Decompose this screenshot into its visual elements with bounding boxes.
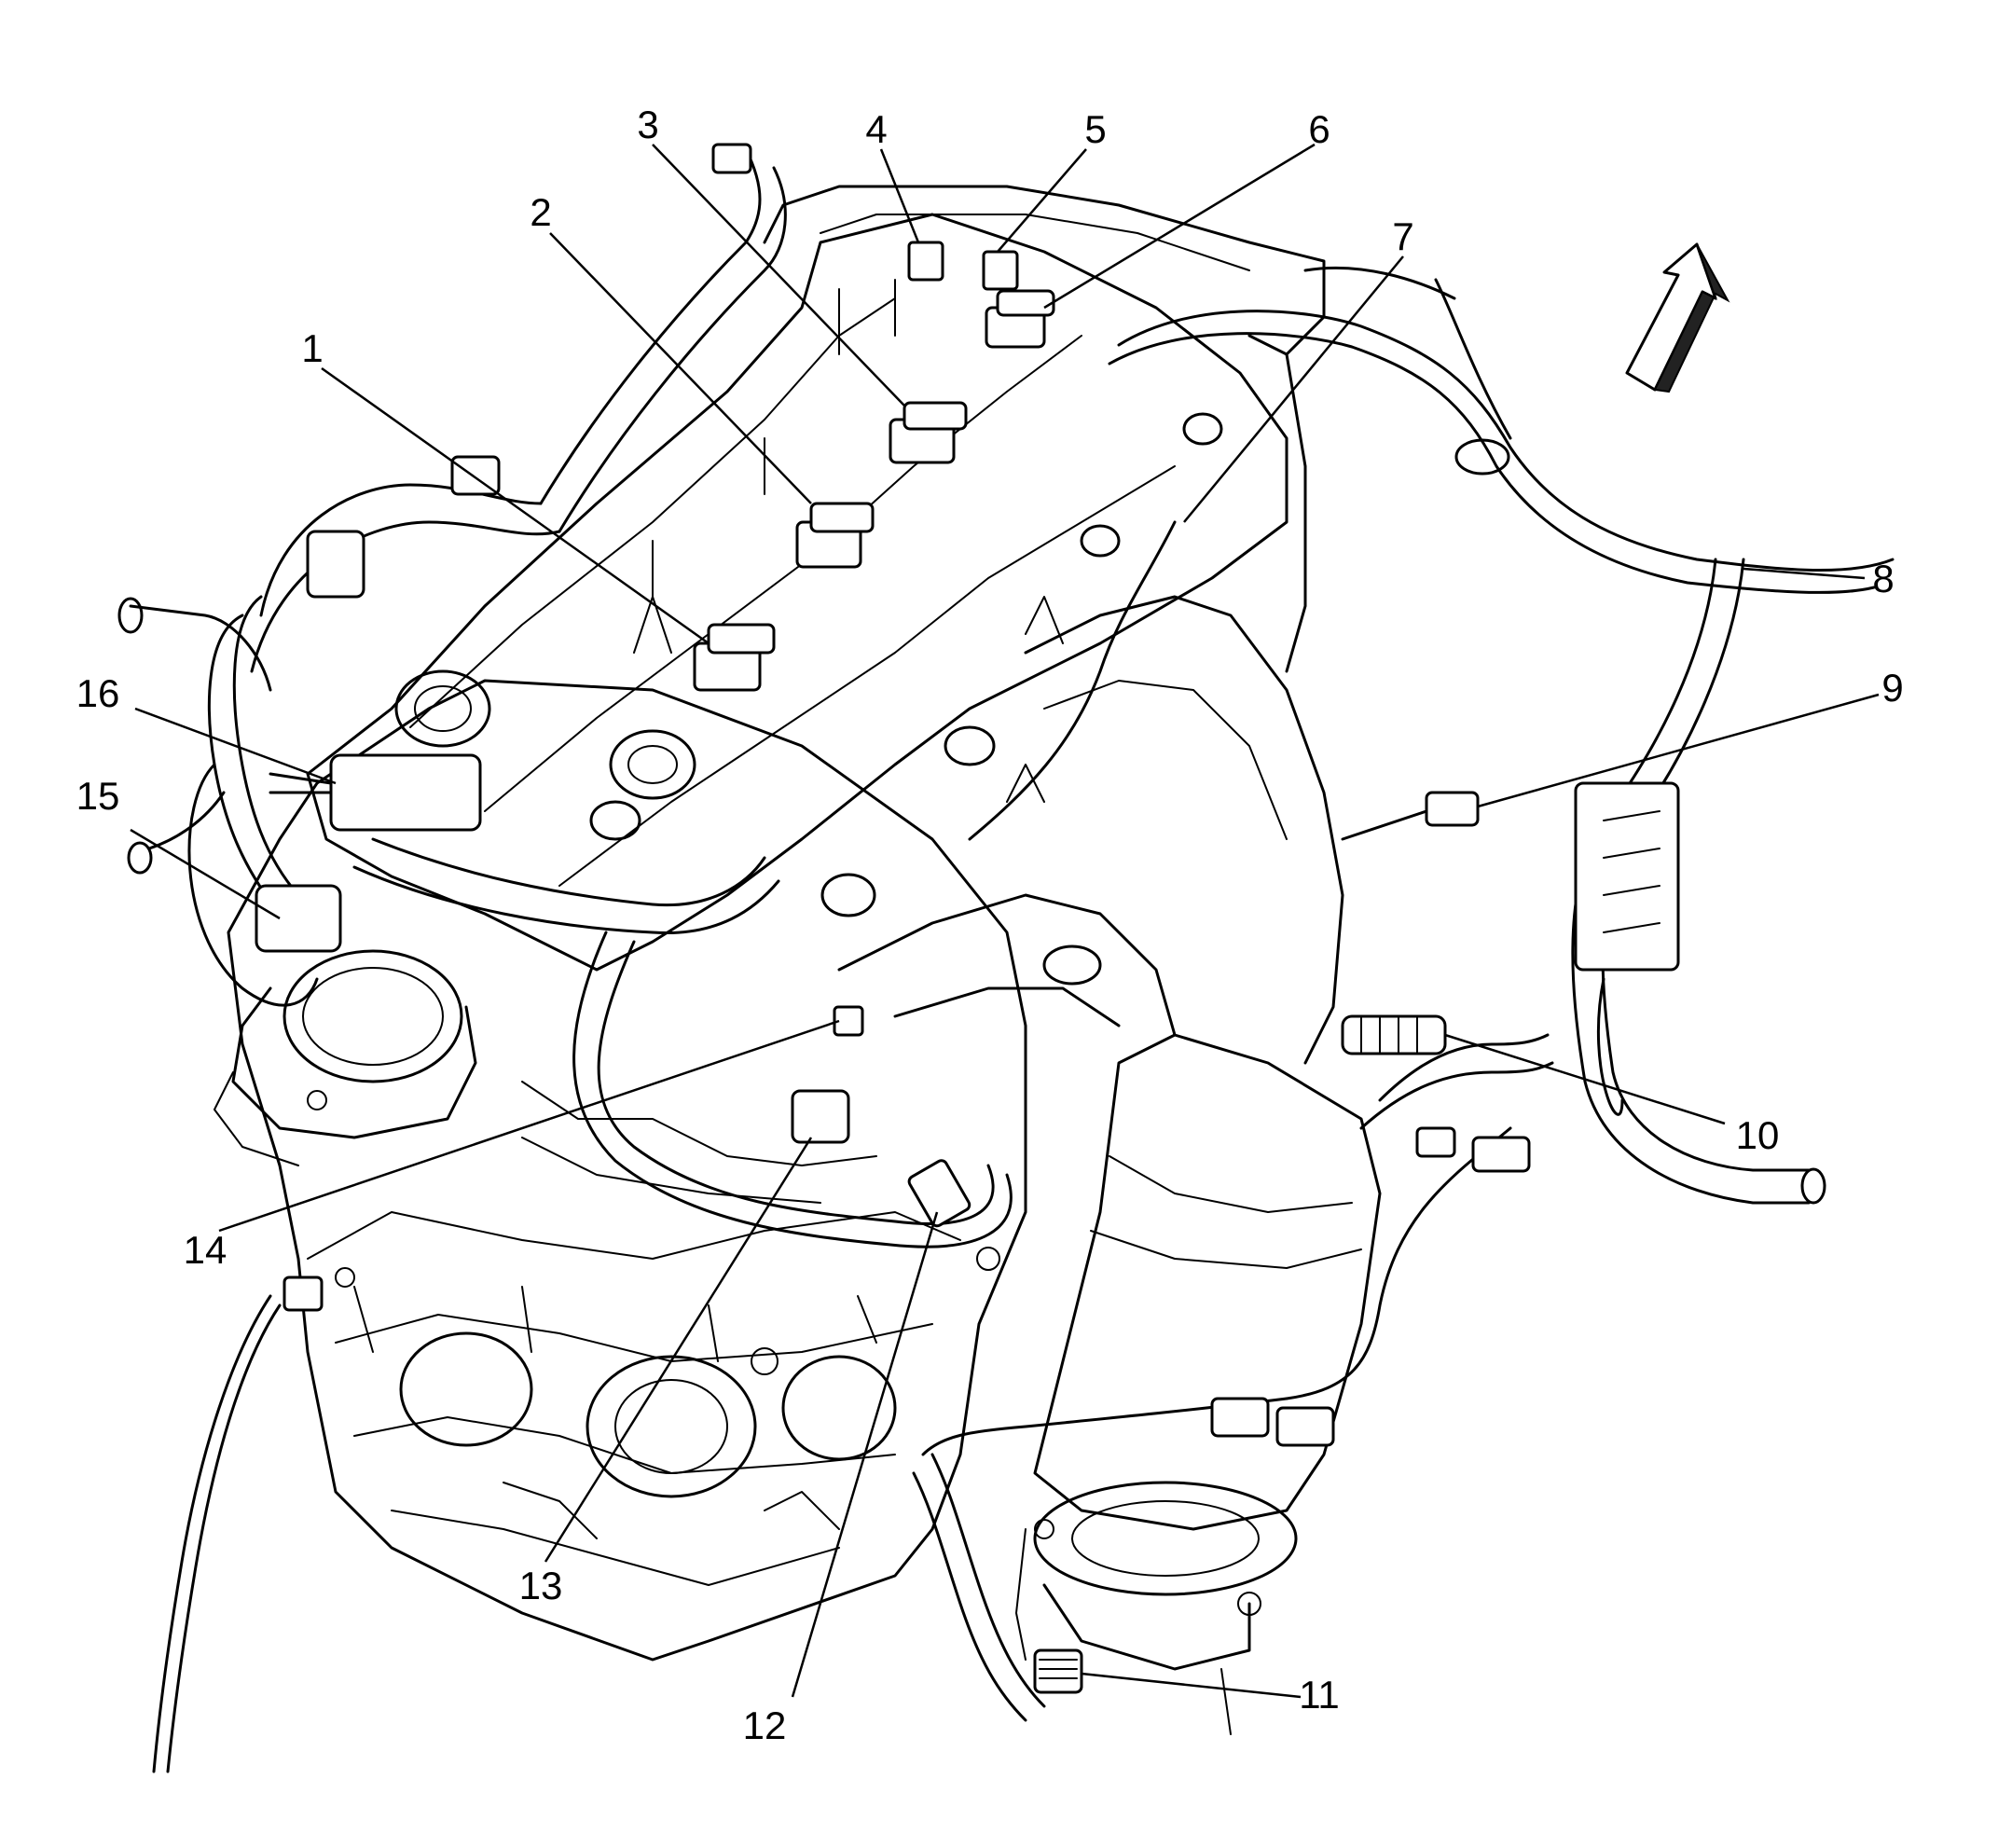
wiring-harness: [117, 147, 1895, 1773]
callout-1: 1: [301, 326, 323, 370]
catalytic-converter: [1015, 1033, 1382, 1735]
callout-8: 8: [1872, 557, 1894, 600]
leader-lines: [130, 143, 1880, 1699]
callout-7: 7: [1392, 214, 1413, 258]
exhaust-manifold: [837, 595, 1344, 1065]
sensor-12: [907, 1159, 971, 1228]
valve-cover: [306, 213, 1288, 972]
callout-15: 15: [76, 774, 120, 818]
callout-labels: 1 2 3 4 5 6 7 8 9 10 11 12 13 14 15 16: [76, 103, 1904, 1747]
ignition-coil-connectors: [693, 241, 1055, 692]
lower-connector: [1210, 1397, 1270, 1438]
misc-connectors: [255, 143, 1680, 1694]
engine-block: [227, 679, 1027, 1662]
callout-3: 3: [637, 103, 658, 146]
callout-4: 4: [865, 107, 887, 151]
callout-16: 16: [76, 671, 120, 715]
callout-13: 13: [519, 1564, 563, 1607]
water-outlet-housing: [214, 949, 477, 1166]
module-bracket: [1574, 781, 1680, 972]
callout-10: 10: [1736, 1113, 1780, 1157]
callout-2: 2: [530, 190, 551, 234]
callout-6: 6: [1308, 107, 1330, 151]
connector-15: [255, 884, 342, 953]
callout-9: 9: [1881, 666, 1903, 710]
solenoid-16: [329, 753, 482, 832]
left-connector: [306, 530, 365, 599]
connector-4-small: [907, 241, 944, 282]
connector-9: [1425, 791, 1480, 827]
connector-13: [791, 1089, 850, 1144]
sensor-11: [1033, 1648, 1083, 1694]
callout-5: 5: [1084, 107, 1106, 151]
forward-arrow-icon: [1625, 242, 1730, 393]
callout-14: 14: [184, 1228, 227, 1272]
callout-11: 11: [1299, 1673, 1340, 1717]
oxygen-sensor-10: [1341, 1014, 1447, 1055]
callout-12: 12: [743, 1703, 787, 1747]
connector-5-small: [982, 250, 1019, 291]
